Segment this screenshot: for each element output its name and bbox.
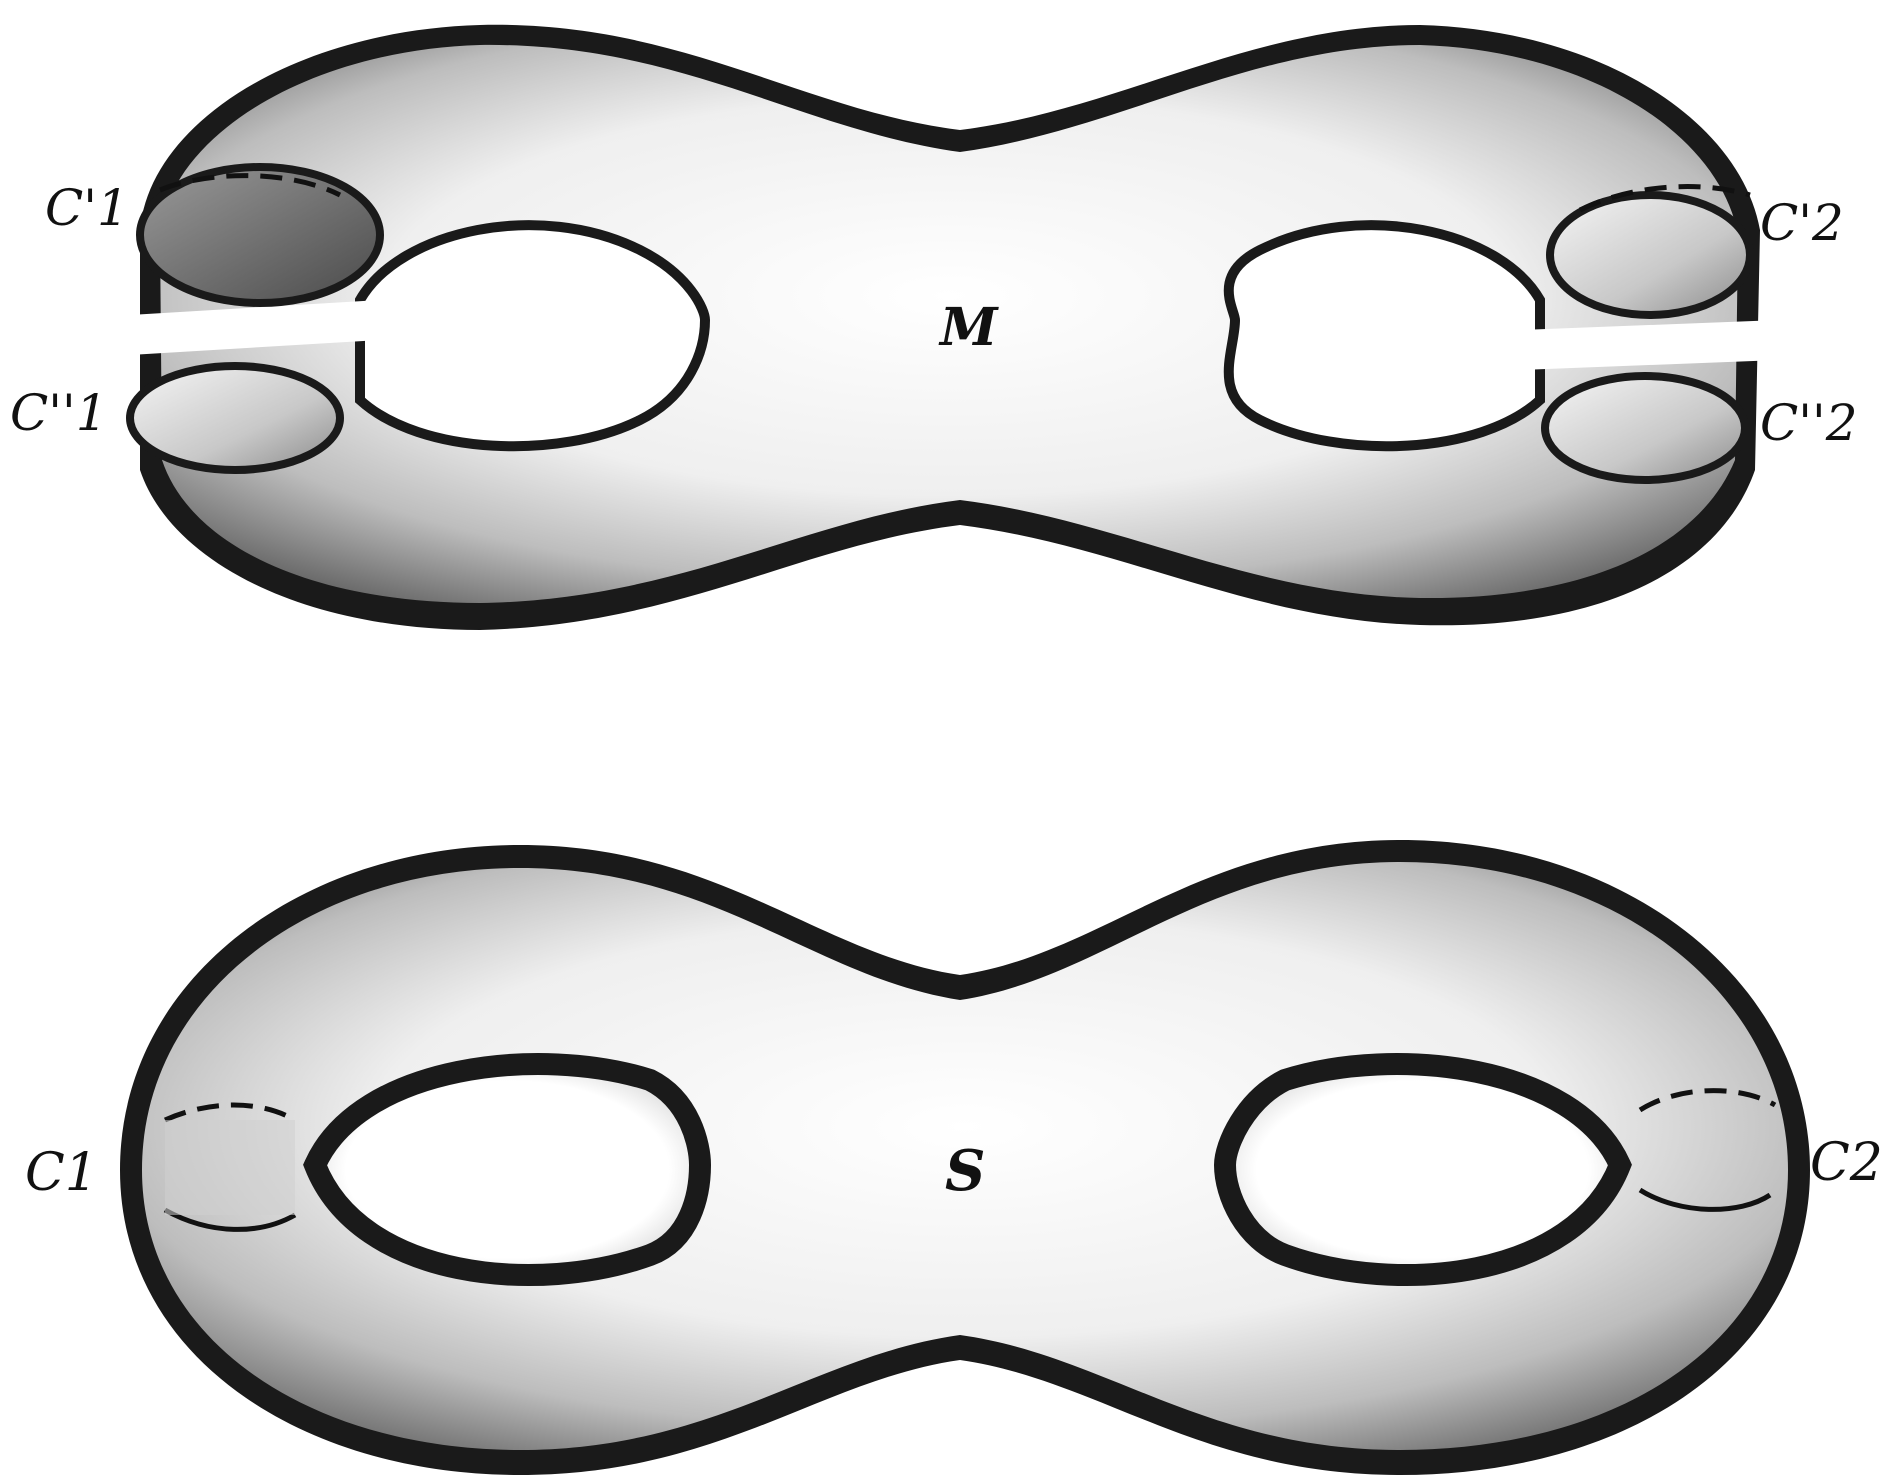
curve-c2-label: C2 [1810, 1133, 1883, 1193]
curve-c1-double-prime-cap [130, 366, 340, 470]
curve-c2-prime-label: C'2 [1760, 194, 1844, 252]
curve-c2-double-prime-label: C''2 [1760, 394, 1858, 452]
surface-s-label: S [945, 1138, 985, 1204]
surface-m-right-hole [1229, 225, 1540, 446]
surface-s-right-hole [1225, 1064, 1620, 1275]
curve-c1-label: C1 [25, 1143, 98, 1203]
curve-c1-double-prime-label: C''1 [10, 384, 108, 442]
curve-c1-prime-cap [140, 167, 380, 303]
curve-c1-prime-label: C'1 [45, 179, 129, 237]
surface-s-left-hole [315, 1064, 700, 1275]
curve-c2-double-prime-cap [1545, 376, 1745, 480]
surface-m-label: M [938, 297, 999, 358]
curve-c1-band [165, 1120, 295, 1215]
curve-c2-prime-cap [1550, 195, 1750, 315]
surface-m-left-hole [360, 225, 705, 446]
